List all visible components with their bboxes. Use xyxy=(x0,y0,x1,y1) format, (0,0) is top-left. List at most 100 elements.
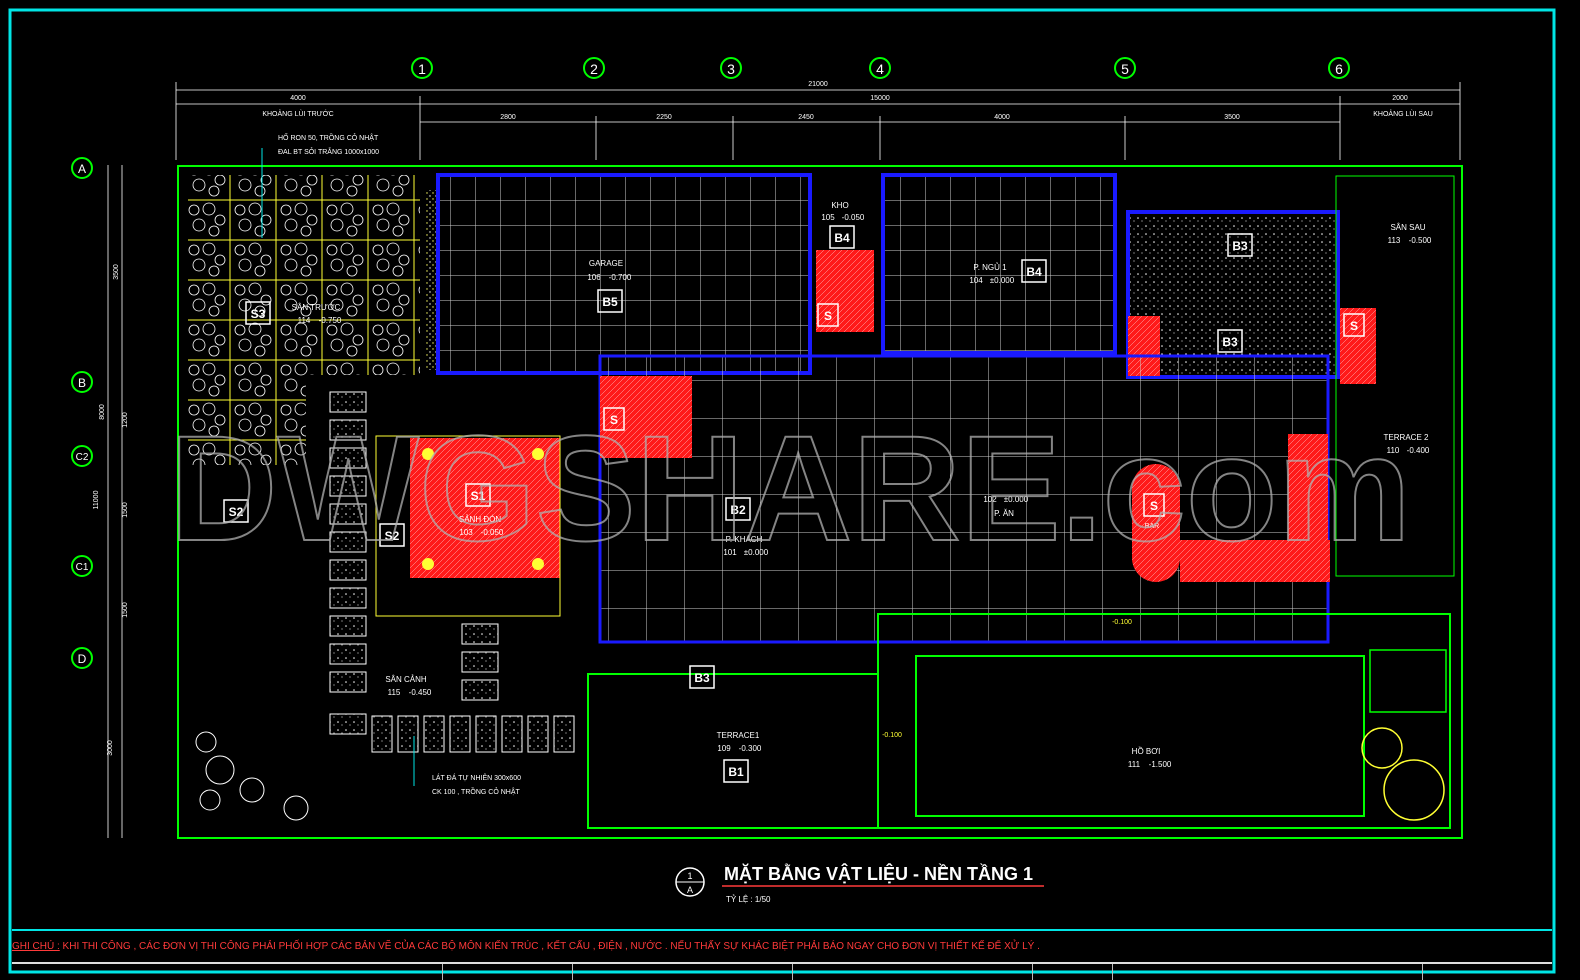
sheet-border xyxy=(8,8,1556,974)
label-dining: P. ĂN xyxy=(994,509,1014,518)
label-front-yard-code: 114 xyxy=(298,316,311,325)
dim-bay-3: 2450 xyxy=(798,114,814,121)
tag-b1: B1 xyxy=(728,765,744,779)
grid-row-c2: C2 xyxy=(76,452,89,463)
dim-bay-2: 2250 xyxy=(656,114,672,121)
label-living: P. KHÁCH xyxy=(726,535,763,544)
living-dining-floor xyxy=(598,354,1330,644)
tag-s-kho: S xyxy=(824,309,832,323)
grid-row-b: B xyxy=(78,376,86,390)
note-top-2: ĐAL BT SỎI TRẮNG 1000x1000 xyxy=(278,147,379,156)
kitchen-red-side xyxy=(1288,434,1328,544)
dim-overall: 21000 xyxy=(808,81,828,88)
label-bedroom-level: ±0.000 xyxy=(990,276,1015,285)
label-bedroom: P. NGỦ 1 xyxy=(973,263,1007,272)
label-garage-level: -0.700 xyxy=(609,273,632,282)
pool xyxy=(915,655,1365,817)
dim-front-setback-label: KHOẢNG LÙI TRƯỚC xyxy=(262,109,333,118)
dimension-lines xyxy=(107,82,1461,838)
tag-b4-kho: B4 xyxy=(834,231,850,245)
grid-bubbles-columns xyxy=(411,57,1350,79)
terrace1-outline xyxy=(587,673,879,829)
tag-b3-wc2: B3 xyxy=(1222,335,1238,349)
grid-row-a: A xyxy=(78,162,86,176)
jacuzzi xyxy=(1369,649,1447,713)
label-pool-code: 111 xyxy=(1128,760,1141,769)
grid-col-6: 6 xyxy=(1335,61,1343,77)
dim-vertical-total: 11000 xyxy=(93,490,100,509)
site-boundary xyxy=(177,165,1463,839)
tag-b5: B5 xyxy=(602,295,618,309)
watermark: DWGSHARE.com xyxy=(169,404,1411,572)
label-garage-code: 106 xyxy=(587,273,601,282)
label-front-yard-level: -0.750 xyxy=(319,316,342,325)
material-tag-text: B5 B4 B4 B3 B3 B2 S1 S3 S2 S2 B3 B1 S S … xyxy=(229,231,1358,779)
dim-building: 15000 xyxy=(870,95,890,102)
tag-b3-wc1: B3 xyxy=(1232,239,1248,253)
label-garden: SÂN CẢNH xyxy=(385,675,427,684)
label-garden-level: -0.450 xyxy=(409,688,432,697)
label-back-yard-level: -0.500 xyxy=(1409,236,1432,245)
level-tag-deck: -0.100 xyxy=(882,732,902,739)
dim-bay-4: 4000 xyxy=(994,114,1010,121)
label-front-yard: SÂN TRƯỚC xyxy=(292,303,341,312)
label-living-code: 101 xyxy=(723,548,737,557)
label-terrace1: TERRACE1 xyxy=(717,731,760,740)
label-terrace2: TERRACE 2 xyxy=(1384,433,1429,442)
label-terrace2-code: 110 xyxy=(1387,446,1400,455)
kho-red xyxy=(816,250,874,332)
label-lobby-code: 103 xyxy=(459,528,473,537)
material-tags xyxy=(223,225,1365,783)
grid-col-2: 2 xyxy=(590,61,598,77)
dim-vertical-1: 3500 xyxy=(113,264,120,280)
dim-vertical-6: 3000 xyxy=(107,740,114,756)
grid-bubbles-rows xyxy=(71,157,93,669)
dim-rear-setback: 2000 xyxy=(1392,95,1408,102)
note-bottom-1: LÁT ĐÁ TỰ NHIÊN 300x600 xyxy=(432,773,521,782)
dim-vertical-4: 1500 xyxy=(122,502,129,518)
grid-row-c1: C1 xyxy=(76,562,89,573)
plant-2 xyxy=(1383,759,1445,821)
label-pool: HỒ BƠI xyxy=(1132,746,1161,756)
dim-vertical-2: 8000 xyxy=(99,404,106,420)
grid-col-5: 5 xyxy=(1121,61,1129,77)
label-pool-level: -1.500 xyxy=(1149,760,1172,769)
tag-s2-left: S2 xyxy=(229,505,244,519)
dim-rear-setback-label: KHOẢNG LÙI SAU xyxy=(1373,109,1433,118)
note-top-1: HỐ RON 50, TRỒNG CỎ NHẬT xyxy=(278,132,379,142)
label-kho: KHO xyxy=(831,201,848,210)
tag-b2: B2 xyxy=(730,503,746,517)
terrace2-outline xyxy=(1335,175,1455,577)
bedroom-floor xyxy=(881,173,1117,355)
stepping-stones xyxy=(329,391,575,753)
label-terrace1-level: -0.300 xyxy=(739,744,762,753)
title-strip-cell xyxy=(1112,964,1423,980)
tag-s-stair: S xyxy=(610,413,618,427)
label-lobby: SẢNH ĐÓN xyxy=(459,515,501,524)
wc-red-right xyxy=(1340,308,1376,384)
tag-b4-bed: B4 xyxy=(1026,265,1042,279)
grass-strip xyxy=(426,190,438,370)
label-garden-code: 115 xyxy=(388,688,401,697)
title-strip-cell xyxy=(1032,964,1113,980)
footer-note-text: KHI THI CÔNG , CÁC ĐƠN VỊ THI CÔNG PHẢI … xyxy=(59,941,1040,952)
tag-s2-right: S2 xyxy=(385,529,400,543)
pebble-yard-lower xyxy=(188,375,306,465)
tag-s1: S1 xyxy=(471,489,486,503)
pebble-yard xyxy=(188,175,420,375)
lobby-columns xyxy=(422,448,544,570)
tag-s-bar: S xyxy=(1150,499,1158,513)
label-lobby-level: -0.050 xyxy=(481,528,504,537)
grid-col-1: 1 xyxy=(418,61,426,77)
label-living-level: ±0.000 xyxy=(744,548,769,557)
title-block-strip xyxy=(12,962,1552,980)
tag-b3-front: B3 xyxy=(694,671,710,685)
label-terrace2-level: -0.400 xyxy=(1407,446,1430,455)
room-labels: GARAGE 106 -0.700 KHO 105 -0.050 P. NGỦ … xyxy=(292,201,1432,769)
title-strip-cell xyxy=(442,964,493,980)
title-strip-cell xyxy=(572,964,793,980)
footer-note: GHI CHÚ : KHI THI CÔNG , CÁC ĐƠN VỊ THI … xyxy=(12,936,1552,958)
label-dining-level: ±0.000 xyxy=(1004,495,1029,504)
label-garage: GARAGE xyxy=(589,259,623,268)
title-strip-cell xyxy=(792,964,1033,980)
